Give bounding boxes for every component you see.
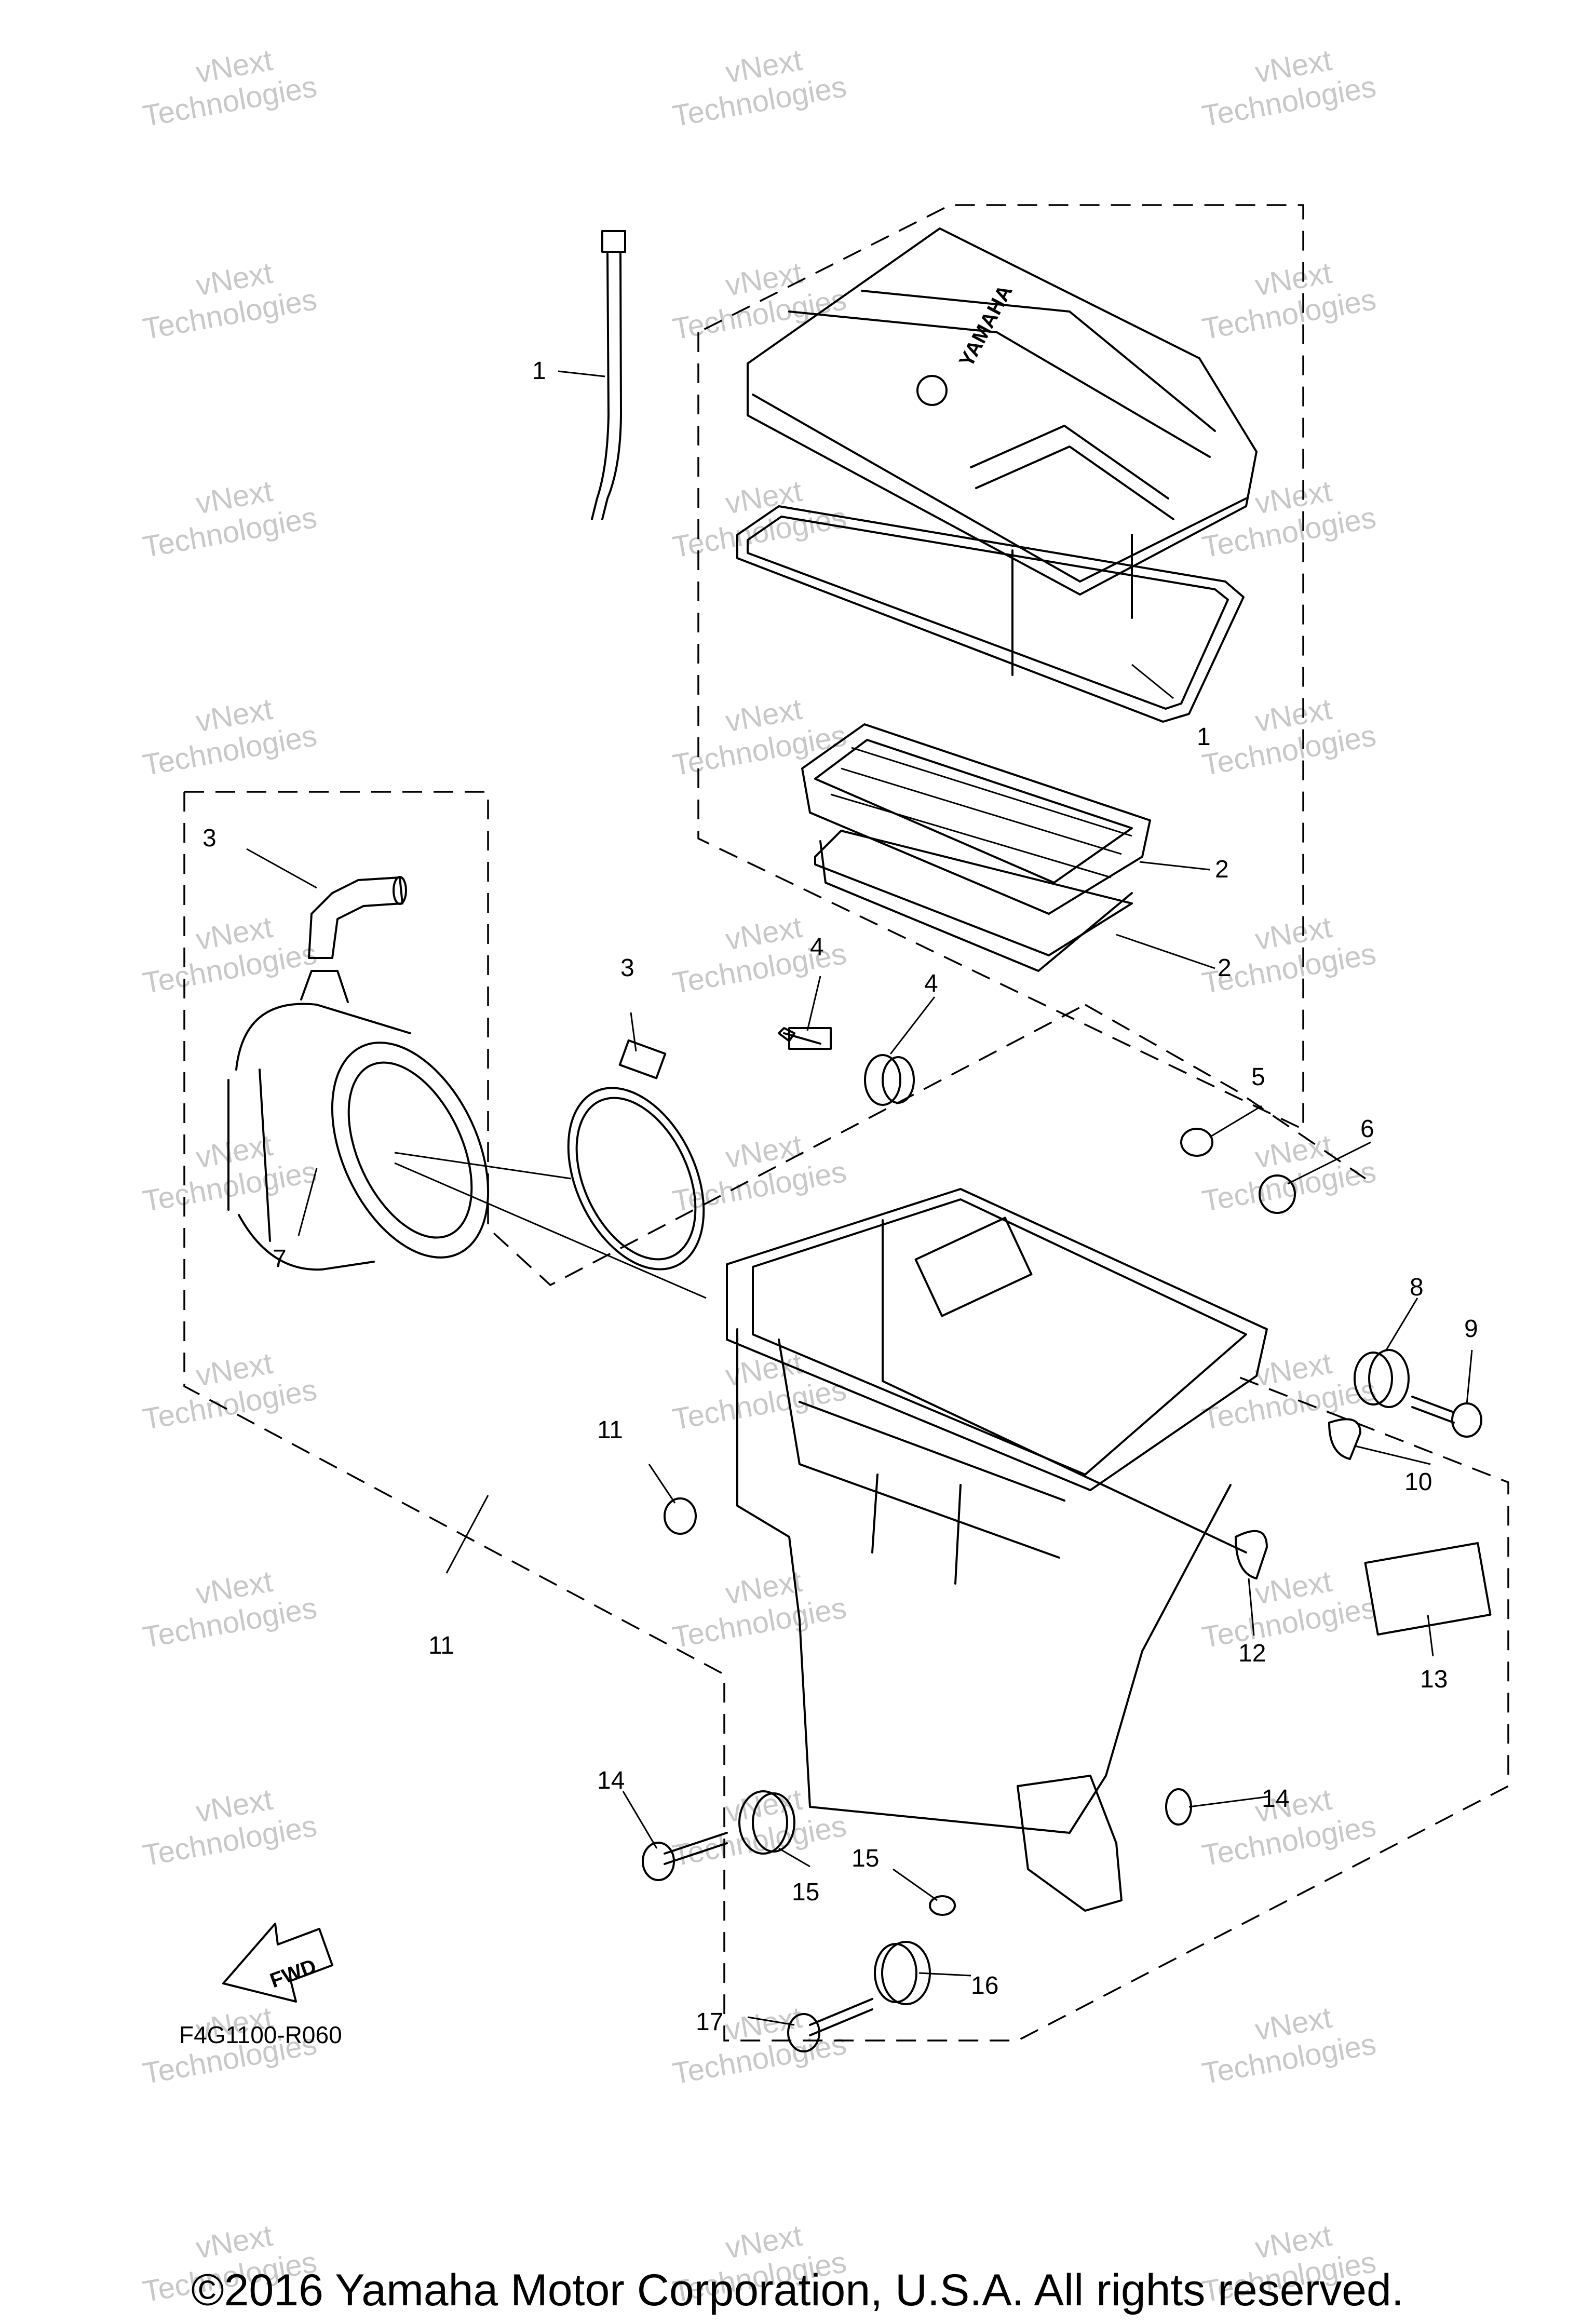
callout-8: 2 [1215, 856, 1229, 883]
callout-6: 1 [532, 357, 546, 385]
callout-10: 2 [1218, 954, 1232, 982]
cable-tie-part [591, 230, 626, 520]
callout-13: 3 [202, 825, 217, 852]
callout-4-left: 14 [597, 1767, 625, 1794]
callout-16: 15 [851, 1845, 879, 1872]
hose-clamp-part [567, 1039, 705, 1271]
forward-arrow-icon: FWD [222, 1923, 333, 2003]
callout-4-bottom: 17 [696, 2008, 723, 2036]
callout-15-left: 11 [597, 1416, 623, 1444]
air-box-case-part [726, 1188, 1268, 1912]
elbow-fitting-part [308, 876, 407, 959]
air-filter-part [801, 723, 1151, 972]
diagram-part-code: F4G1100-R060 [179, 2021, 342, 2048]
callout-7: 11 [428, 1632, 454, 1659]
callout-14-left: 15 [792, 1879, 819, 1906]
copyright-notice: ©2016 Yamaha Motor Corporation, U.S.A. A… [191, 2265, 1404, 2315]
callout-14-right: 16 [971, 1972, 998, 1999]
assembly-outlines [183, 204, 1509, 2042]
callout-1-right: 8 [1410, 1274, 1424, 1301]
callout-3-top: 4 [810, 934, 824, 961]
cover-brand-text: YAMAHA [955, 281, 1017, 371]
air-box-cover-part [736, 227, 1258, 723]
callout-1-top: 4 [924, 970, 938, 997]
callout-11-b: 12 [1238, 1640, 1266, 1667]
callout-3-right: 9 [1464, 1315, 1478, 1343]
callout-9: 1 [1197, 723, 1211, 751]
callout-2-b: 6 [1360, 1115, 1374, 1143]
callout-15-right: 14 [1262, 1785, 1289, 1813]
callout-numbers: 1 1 2 2 3 3 4 4 5 6 7 8 9 10 11 11 12 13… [202, 357, 1478, 2036]
callout-17: 13 [1420, 1666, 1448, 1693]
leader-lines [246, 370, 1473, 2026]
callout-11-a: 10 [1404, 1468, 1432, 1496]
callout-2-a: 5 [1251, 1063, 1265, 1091]
callout-5: 3 [620, 954, 634, 982]
callout-12: 7 [273, 1245, 287, 1273]
intake-duct-part [227, 970, 490, 1271]
